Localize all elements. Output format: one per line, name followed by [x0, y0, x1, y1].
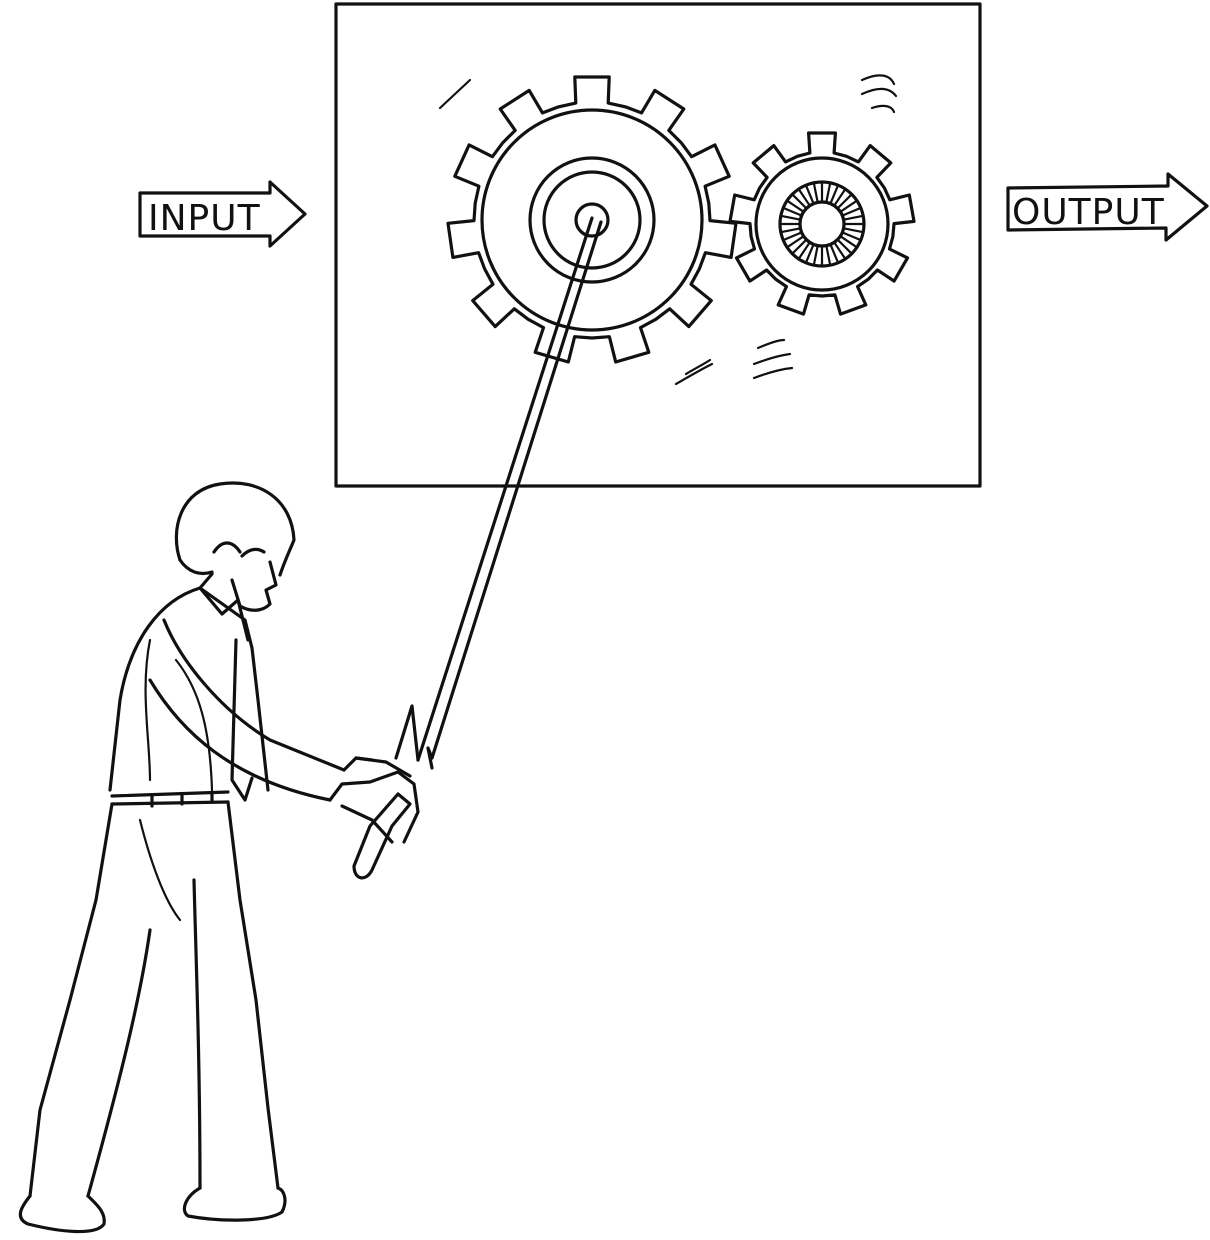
- gear-hub-line: [782, 231, 803, 242]
- gear-hub-line: [785, 199, 805, 213]
- gear-hub-line: [791, 193, 808, 210]
- gear-hub-line: [797, 241, 811, 260]
- gear-hub-line: [833, 188, 847, 207]
- gear-hub-line: [804, 243, 815, 264]
- gear-hub-line: [825, 244, 832, 267]
- gear-hub-line: [839, 199, 859, 213]
- input-arrow: INPUT: [138, 180, 307, 248]
- gear-hub-line: [841, 231, 862, 242]
- gear-hub-line: [804, 184, 815, 205]
- motion-lines: [438, 74, 898, 386]
- gear-hub-line: [779, 227, 802, 234]
- gear-hub-line: [841, 206, 862, 217]
- output-label: OUTPUT: [1012, 192, 1165, 233]
- gear-hub-line: [842, 214, 865, 221]
- gear-hub-line: [829, 184, 840, 205]
- gear-hub-line: [785, 235, 805, 249]
- input-label: INPUT: [148, 198, 261, 239]
- person-icon: [18, 481, 420, 1234]
- gear-hub-line: [839, 235, 859, 249]
- gear-hub-line: [812, 244, 819, 267]
- gear-hub-line: [825, 181, 832, 204]
- gear-hub-line: [836, 238, 853, 255]
- gear-hub-line: [797, 188, 811, 207]
- crank-handle: [352, 792, 412, 880]
- output-arrow: OUTPUT: [1006, 172, 1209, 242]
- gear-hub-line: [779, 214, 802, 221]
- gear-hub-line: [842, 227, 865, 234]
- machine-box: [334, 2, 982, 488]
- gear-hub-line: [833, 241, 847, 260]
- gear-hub-line: [791, 238, 808, 255]
- gear-hub-line: [829, 243, 840, 264]
- gear-hub-line: [782, 206, 803, 217]
- gear-hub-line: [836, 193, 853, 210]
- crank-rod: [394, 216, 603, 770]
- small-gear-icon: [728, 131, 916, 316]
- gear-hub-line: [812, 181, 819, 204]
